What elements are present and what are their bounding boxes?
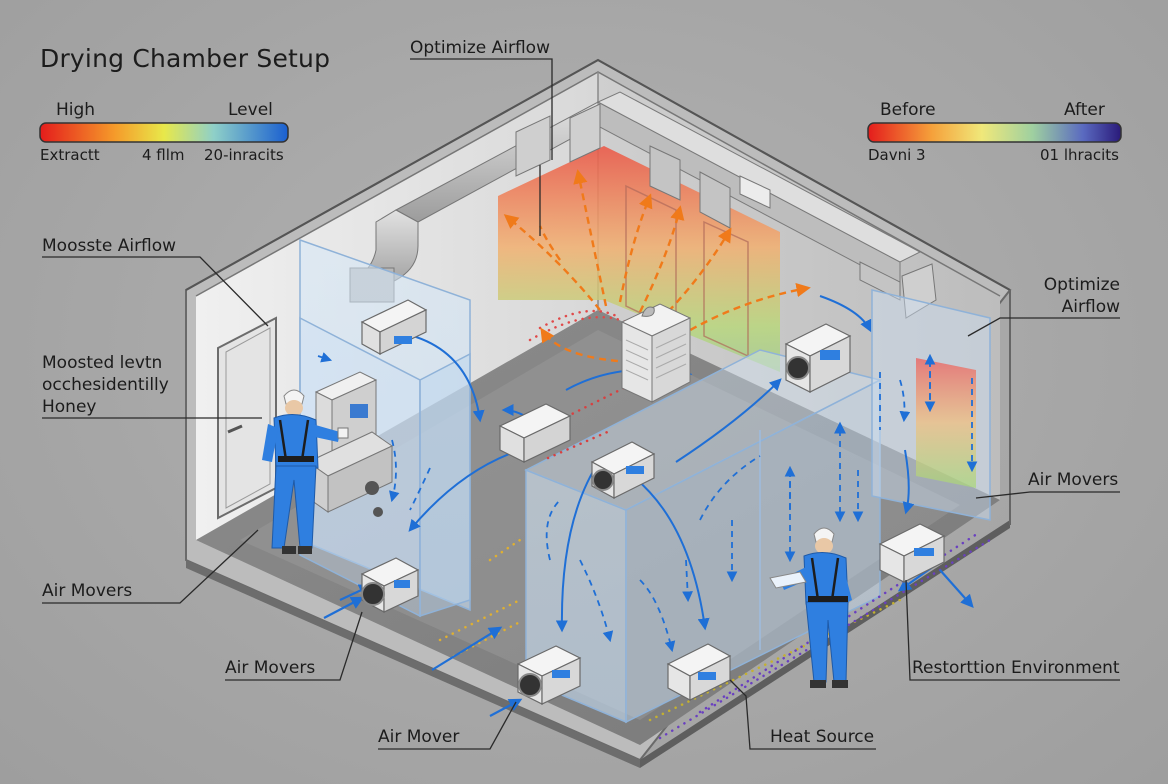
legend-left-right: 20-inracits	[204, 146, 284, 164]
worker-right	[769, 527, 852, 688]
legend-left-high: High	[56, 100, 96, 120]
label-moosted-line3: Honey	[42, 397, 97, 417]
label-air-movers-right: Air Movers	[1028, 470, 1119, 490]
legend-right-right: 01 lhracits	[1040, 146, 1119, 164]
label-optimize-right-line1: Optimize	[1043, 275, 1120, 295]
legend-right-before: Before	[880, 100, 936, 120]
fan-faces	[361, 336, 934, 697]
legend-right-bar	[867, 122, 1122, 143]
moisture-heatmap-right	[916, 358, 976, 488]
label-air-mover: Air Mover	[378, 727, 460, 747]
dehumidifier-unit	[620, 303, 692, 403]
label-air-movers-bottom: Air Movers	[225, 658, 316, 678]
label-moosted-line2: occhesidentilly	[42, 375, 169, 395]
legend-left-level: Level	[228, 100, 273, 120]
legend-left-extract: Extractt	[40, 146, 100, 164]
legend-left-bar	[39, 122, 289, 143]
worker-left	[262, 389, 349, 554]
leader-lines	[42, 58, 1120, 750]
label-moosste-airflow: Moosste Airflow	[42, 236, 177, 256]
legend-right-left: Davni 3	[868, 146, 926, 164]
label-heat-source: Heat Source	[770, 727, 875, 747]
label-optimize-airflow-top: Optimize Airflow	[410, 38, 550, 58]
legend-right-after: After	[1064, 100, 1105, 120]
label-air-movers-left: Air Movers	[42, 581, 133, 601]
drying-machine	[307, 371, 393, 517]
label-moosted-line1: Moosted levtn	[42, 353, 163, 373]
label-restoration-environment: Restorttion Environment	[912, 658, 1120, 678]
label-optimize-right-line2: Airflow	[1061, 297, 1120, 317]
air-mover-units	[360, 299, 946, 705]
page-title: Drying Chamber Setup	[40, 44, 331, 73]
ductwork	[349, 91, 937, 319]
legend-left-mid: 4 fllm	[142, 146, 185, 164]
